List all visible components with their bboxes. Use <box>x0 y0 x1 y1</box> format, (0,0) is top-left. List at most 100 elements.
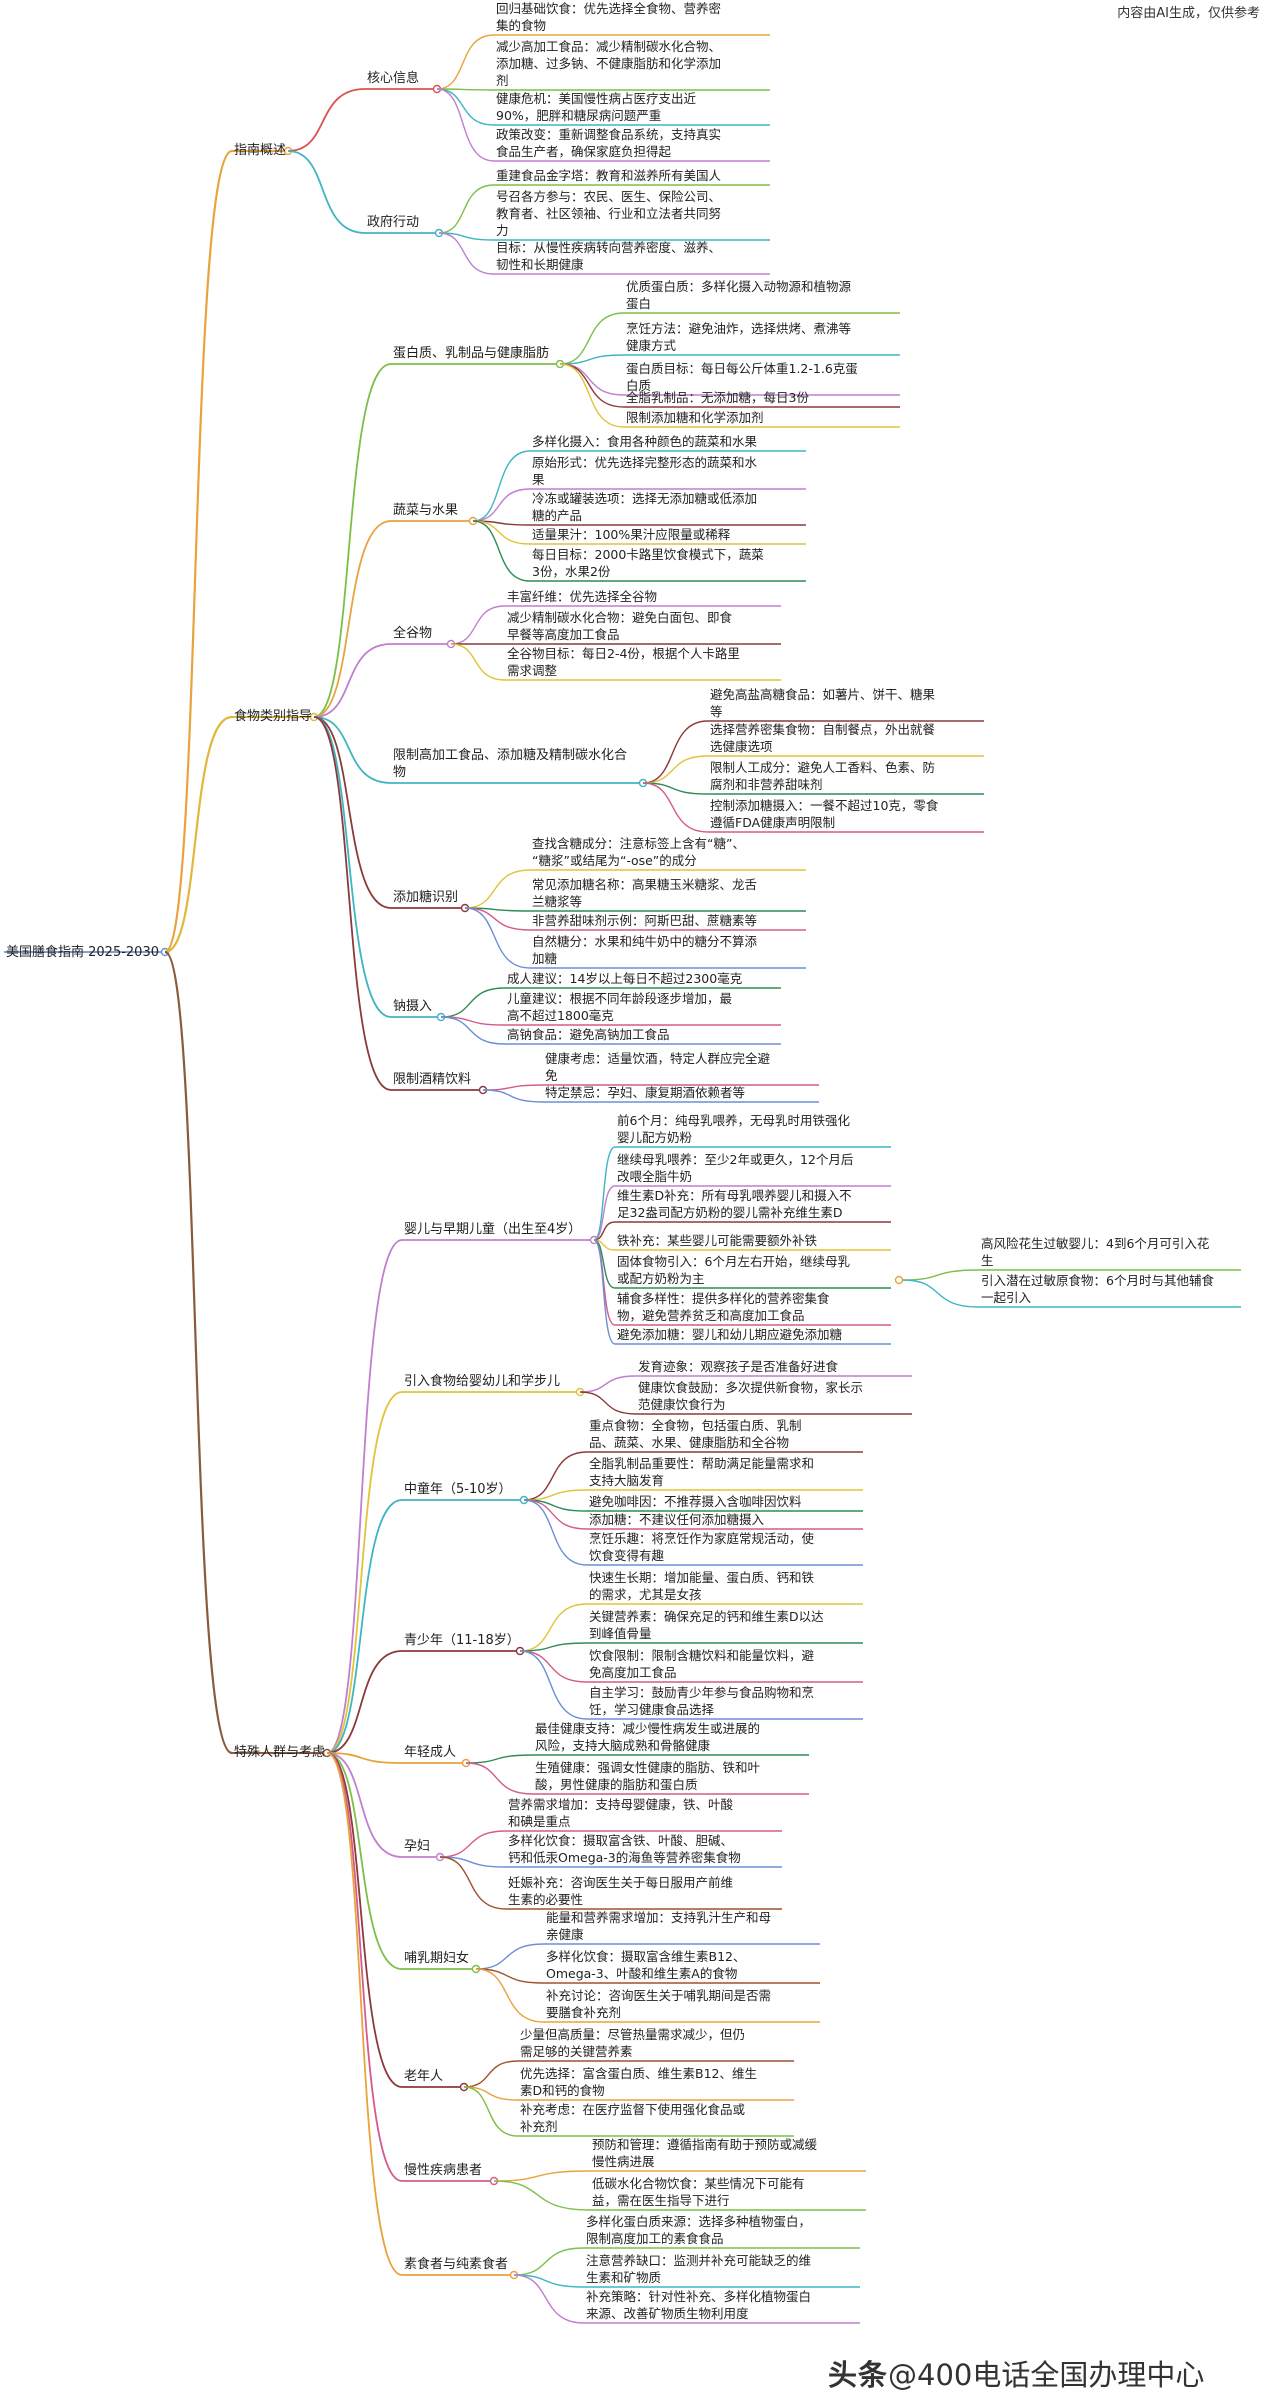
connector-line <box>463 2060 519 2088</box>
connector-line <box>642 782 709 795</box>
leaf-3-7-1: 能量和营养需求增加：支持乳汁生产和母亲健康 <box>546 1910 772 1942</box>
subtopic-node-3-4: 青少年（11-18岁） <box>404 1633 520 1648</box>
subtopic-node-2-5: 添加糖识别 <box>393 890 459 905</box>
connector-line <box>902 1269 980 1281</box>
connector-line <box>593 1221 616 1241</box>
connector-line <box>559 354 625 365</box>
connector-line <box>513 2274 585 2324</box>
connector-line <box>579 1391 637 1415</box>
connector-line <box>450 643 506 681</box>
connector-line <box>642 782 709 833</box>
connector-line <box>593 1239 616 1289</box>
connector-line <box>593 1146 616 1241</box>
leaf-2-2-4: 适量果汁：100%果汁应限量或稀释 <box>532 527 731 542</box>
leaf-2-4-4: 控制添加糖摄入：一餐不超过10克，零食遵循FDA健康声明限制 <box>710 798 939 830</box>
connector-line <box>472 450 531 522</box>
connector-line <box>464 907 531 931</box>
leaf-2-4-2: 选择营养密集食物：自制餐点，外出就餐选健康选项 <box>710 722 936 754</box>
subtopic-node-2-3: 全谷物 <box>393 626 433 641</box>
leaf-2-7-2: 特定禁忌：孕妇、康复期酒依赖者等 <box>545 1085 746 1100</box>
leaf-3-8-3: 补充考虑：在医疗监督下使用强化食品或补充剂 <box>520 2102 746 2134</box>
leaf-2-7-1: 健康考虑：适量饮酒，特定人群应完全避免 <box>545 1051 771 1083</box>
connector-line <box>472 520 531 545</box>
connector-line <box>593 1239 616 1326</box>
connector-line <box>463 2086 519 2137</box>
leaf-2-4-3: 限制人工成分：避免人工香料、色素、防腐剂和非营养甜味剂 <box>710 760 936 792</box>
connector-line <box>493 2180 591 2211</box>
connector-line <box>313 716 392 1018</box>
subtopic-node-2-7: 限制酒精饮料 <box>393 1072 472 1087</box>
leaf-3-5-1: 最佳健康支持：减少慢性病发生或进展的风险，支持大脑成熟和骨骼健康 <box>535 1721 761 1753</box>
root-node-title: 美国膳食指南 2025-2030 <box>6 945 159 960</box>
connector-line <box>464 907 531 969</box>
subtopic-node-3-6: 孕妇 <box>404 1839 431 1854</box>
connector-line <box>482 1089 544 1103</box>
branch-node-3: 特殊人群与考虑 <box>234 1745 326 1760</box>
connector-line <box>523 1499 588 1566</box>
leaf-2-1-1: 优质蛋白质：多样化摄入动物源和植物源蛋白 <box>626 279 852 311</box>
connector-line <box>519 1603 588 1652</box>
connector-line <box>465 1762 534 1795</box>
connector-line <box>326 1239 403 1754</box>
subtopic-node-3-10: 素食者与纯素食者 <box>404 2257 509 2272</box>
watermark-logo: 头条 <box>828 2358 889 2392</box>
leaf-3-10-3: 补充策略：针对性补充、多样化植物蛋白来源、改善矿物质生物利用度 <box>586 2289 812 2321</box>
connector-line <box>464 869 531 909</box>
leaf-3-6-1: 营养需求增加：支持母婴健康，铁、叶酸和碘是重点 <box>508 1797 734 1829</box>
connector-line <box>326 1752 403 1970</box>
connector-line <box>326 1752 403 2276</box>
leaf-2-1-5: 限制添加糖和化学添加剂 <box>626 410 764 425</box>
leaf-2-4-1: 避免高盐高糖食品：如薯片、饼干、糖果等 <box>710 687 936 719</box>
connector-line <box>465 1754 534 1764</box>
connector-line <box>313 716 392 784</box>
connector-line <box>326 1650 403 1754</box>
connector-line <box>438 184 495 234</box>
leaf-3-1-5: 固体食物引入：6个月左右开始，继续母乳或配方奶粉为主 <box>617 1254 850 1286</box>
subtopic-node-1-1: 核心信息 <box>367 71 420 86</box>
leaf-3-10-1: 多样化蛋白质来源：选择多种植物蛋白，限制高度加工的素食食品 <box>586 2214 812 2246</box>
leaf-2-2-1: 多样化摄入：食用各种颜色的蔬菜和水果 <box>532 434 758 449</box>
connector-line <box>164 715 233 954</box>
subtopic-node-3-3: 中童年（5-10岁） <box>404 1482 512 1497</box>
leaf-3-10-2: 注意营养缺口：监测并补充可能缺乏的维生素和矿物质 <box>586 2253 812 2285</box>
connector-line <box>438 232 495 275</box>
leaf-2-5-1: 查找含糖成分：注意标签上含有“糖”、“糖浆”或结尾为“-ose”的成分 <box>532 836 745 868</box>
connector-line <box>475 1968 545 2023</box>
leaf-3-7-2: 多样化饮食：摄取富含维生素B12、Omega-3、叶酸和维生素A的食物 <box>546 1949 746 1981</box>
connector-line <box>475 1943 545 1970</box>
subtopic-node-2-2: 蔬菜与水果 <box>393 503 459 518</box>
connector-dot <box>894 1275 904 1285</box>
leaf-3-2-1: 发育迹象：观察孩子是否准备好进食 <box>638 1359 839 1374</box>
connector-line <box>287 88 366 152</box>
leaf-3-3-5: 烹饪乐趣：将烹饪作为家庭常规活动，使饮食变得有趣 <box>589 1531 815 1563</box>
leaf-3-3-3: 避免咖啡因：不推荐摄入含咖啡因饮料 <box>589 1494 802 1509</box>
leaf-2-3-3: 全谷物目标：每日2-4份，根据个人卡路里需求调整 <box>507 646 740 678</box>
leaf-2-3-1: 丰富纤维：优先选择全谷物 <box>507 589 658 604</box>
leaf-1-2-3: 目标：从慢性疾病转向营养密度、滋养、韧性和长期健康 <box>496 240 722 272</box>
leaf-3-7-3: 补充讨论：咨询医生关于哺乳期间是否需要膳食补充剂 <box>546 1988 772 2020</box>
subtopic-node-3-9: 慢性疾病患者 <box>404 2163 483 2178</box>
leaf-3-1-6: 辅食多样性：提供多样化的营养密集食物，避免营养贫乏和高度加工食品 <box>617 1291 830 1323</box>
subtopic-node-3-8: 老年人 <box>404 2069 444 2084</box>
subtopic-node-2-4: 限制高加工食品、添加糖及精制碳水化合物 <box>393 748 628 780</box>
connector-line <box>313 363 392 718</box>
leaf-2-1-4: 全脂乳制品：无添加糖，每日3份 <box>626 390 809 405</box>
subtopic-node-3-1: 婴儿与早期儿童（出生至4岁） <box>404 1222 582 1237</box>
leaf-3-6-3: 妊娠补充：咨询医生关于每日服用产前维生素的必要性 <box>508 1875 734 1907</box>
connector-line <box>463 2086 519 2101</box>
connector-line <box>559 363 625 428</box>
leaf-3-4-3: 饮食限制：限制含糖饮料和能量饮料，避免高度加工食品 <box>589 1648 815 1680</box>
watermark-handle: @400电话全国办理中心 <box>888 2358 1205 2392</box>
connector-line <box>164 149 233 954</box>
connector-line <box>326 1752 403 1858</box>
connector-line <box>475 1968 545 1984</box>
leaf-2-5-2: 常见添加糖名称：高果糖玉米糖浆、龙舌兰糖浆等 <box>532 877 758 909</box>
connector-line <box>313 520 392 718</box>
connector-line <box>439 1830 507 1858</box>
leaf-2-5-4: 自然糖分：水果和纯牛奶中的糖分不算添加糖 <box>532 934 758 966</box>
watermark: 头条@400电话全国办理中心 <box>828 2352 1204 2394</box>
subtopic-node-3-5: 年轻成人 <box>404 1745 457 1760</box>
connector-line <box>164 950 233 1755</box>
leaf-1-2-2: 号召各方参与：农民、医生、保险公司、教育者、社区领袖、行业和立法者共同努力 <box>496 189 722 238</box>
leaf-3-9-1: 预防和管理：遵循指南有助于预防或减缓慢性病进展 <box>592 2137 818 2169</box>
